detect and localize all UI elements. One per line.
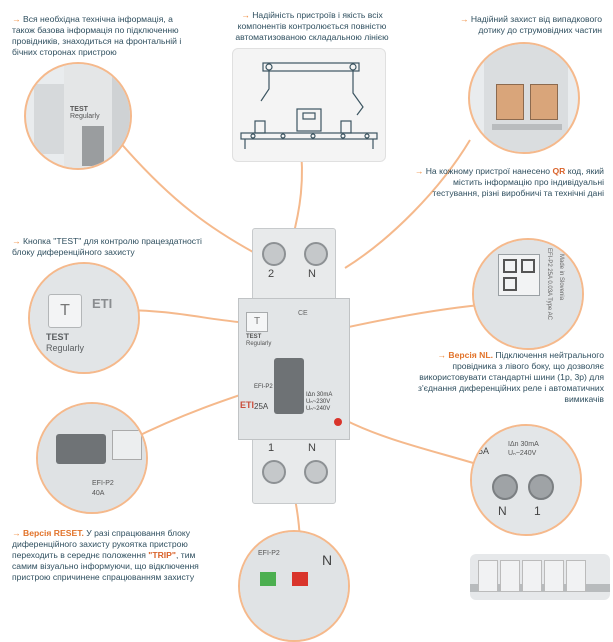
test-label: TEST Regularly [246, 334, 272, 347]
zoom-nl-1: 1 [534, 504, 541, 518]
zoom-test-label: TEST Regularly [70, 106, 100, 120]
caption-touch-protection: → Надійний захист від випадкового дотику… [459, 14, 602, 35]
zoom-reset-rating: 40A [92, 490, 105, 497]
zoom-brand: ETI [92, 296, 113, 311]
zoom-bottom-n: N [322, 552, 333, 568]
caption-nl-version: → Версія NL. Підключення нейтрального пр… [418, 350, 604, 404]
assembly-line-illustration [232, 48, 386, 162]
zoom-reset-circle: EFI-P2 40A [36, 402, 148, 514]
terminal-bottom-left: 1 [268, 442, 275, 454]
brand-logo: ETI [240, 400, 255, 410]
toggle-handle[interactable] [274, 358, 304, 414]
caption-info-on-sides: → Вся необхідна технічна інформація, а т… [12, 14, 182, 57]
terminal-top-left: 2 [268, 268, 275, 280]
caption-qr-code: → На кожному пристрої нанесено QR код, я… [414, 166, 604, 198]
specs-block: IΔn 30mA Uₙ~230V Uₙ~240V [306, 392, 333, 412]
zoom-terminals-circle [468, 42, 580, 154]
zoom-reset-model: EFI-P2 [92, 480, 114, 487]
din-rail-photo [470, 554, 610, 600]
test-button[interactable]: T [246, 312, 268, 332]
caption-assembly-line: → Надійність пристроїв і якість всіх ком… [235, 10, 389, 42]
terminal-top-right: N [308, 268, 316, 280]
zoom-qr-circle: EFI-P2 25A 0.03A Type AC Made in Sloveni… [472, 238, 584, 350]
zoom-side-label-circle: TEST Regularly [24, 62, 132, 170]
zoom-bottom-circle: EFI-P2 N [238, 530, 350, 642]
zoom-test-button: T [48, 294, 82, 328]
rating-label: 25A [254, 402, 269, 411]
zoom-bottom-model: EFI-P2 [258, 550, 280, 557]
rcd-device: 2 N T TEST Regularly CE ETI EFI-P2 25A I… [238, 228, 350, 504]
qr-code [498, 254, 540, 296]
caption-reset-version: → Версія RESET. У разі спрацювання блоку… [12, 528, 199, 582]
trip-indicator [334, 418, 342, 426]
zoom-test-text: TEST Regularly [46, 332, 85, 353]
terminal-bottom-right: N [308, 442, 316, 454]
zoom-nl-n: N [498, 504, 507, 518]
zoom-nl-rating: 5A [478, 446, 490, 456]
caption-test-button: → Кнопка "TEST" для контролю працездатно… [12, 236, 202, 257]
made-in: Made in Slovenia [558, 254, 564, 301]
zoom-nl-circle: IΔn 30mA Uₙ~240V 5A N 1 [470, 424, 582, 536]
zoom-nl-specs: IΔn 30mA Uₙ~240V [508, 441, 539, 457]
zoom-test-button-circle: T TEST Regularly ETI [28, 262, 140, 374]
qr-text: EFI-P2 25A 0.03A Type AC [546, 248, 552, 320]
ce-mark: CE [298, 310, 308, 317]
model-label: EFI-P2 [254, 384, 273, 390]
reset-handle [56, 434, 106, 464]
